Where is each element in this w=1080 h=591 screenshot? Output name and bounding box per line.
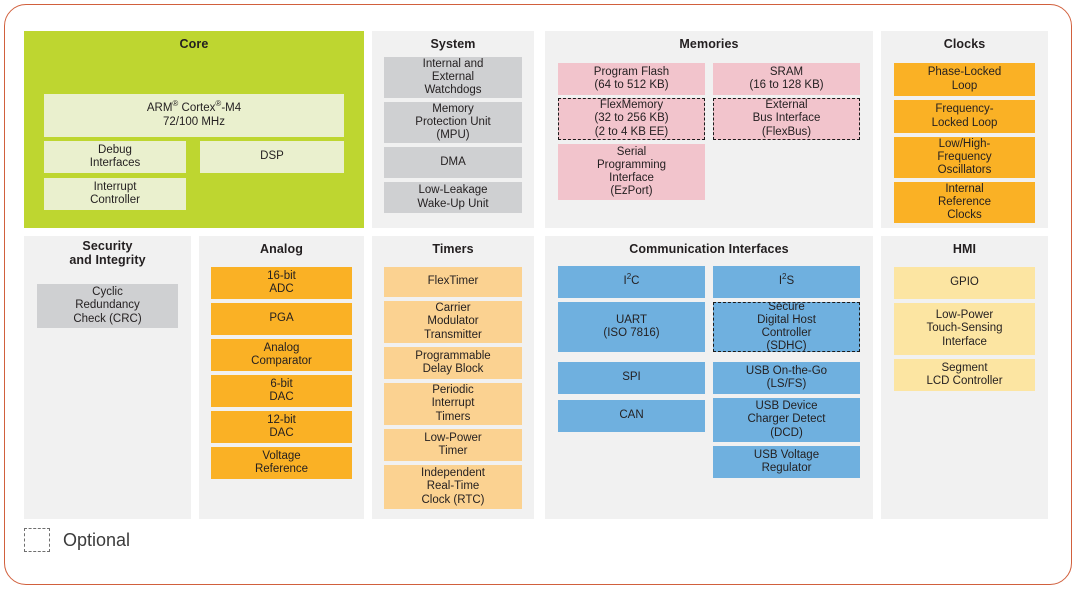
block-internal-reference-clocks[interactable]: Internal Reference Clocks	[894, 182, 1035, 223]
block-mpu[interactable]: Memory Protection Unit (MPU)	[384, 102, 522, 143]
panel-analog-title: Analog	[260, 242, 303, 256]
block-analog-comparator[interactable]: Analog Comparator	[211, 339, 352, 371]
block-voltage-reference[interactable]: Voltage Reference	[211, 447, 352, 479]
panel-clocks: Clocks Phase-Locked Loop Frequency- Lock…	[881, 31, 1048, 228]
block-gpio[interactable]: GPIO	[894, 267, 1035, 299]
block-usb-otg[interactable]: USB On-the-Go (LS/FS)	[713, 362, 860, 394]
block-dsp[interactable]: DSP	[200, 141, 344, 173]
panel-hmi: HMI GPIO Low-Power Touch-Sensing Interfa…	[881, 236, 1048, 519]
block-sram[interactable]: SRAM (16 to 128 KB)	[713, 63, 860, 95]
block-fll[interactable]: Frequency- Locked Loop	[894, 100, 1035, 133]
block-label: I2S	[778, 272, 795, 288]
panel-security-and-integrity: Security and Integrity Cyclic Redundancy…	[24, 236, 191, 519]
block-dac-6bit[interactable]: 6-bit DAC	[211, 375, 352, 407]
dashed-square-icon	[24, 528, 50, 552]
block-carrier-modulator-transmitter[interactable]: Carrier Modulator Transmitter	[384, 301, 522, 343]
legend: Optional	[24, 528, 130, 552]
block-adc-16bit[interactable]: 16-bit ADC	[211, 267, 352, 299]
block-program-flash[interactable]: Program Flash (64 to 512 KB)	[558, 63, 705, 95]
block-dac-12bit[interactable]: 12-bit DAC	[211, 411, 352, 443]
block-rtc[interactable]: Independent Real-Time Clock (RTC)	[384, 465, 522, 509]
block-dma[interactable]: DMA	[384, 147, 522, 178]
block-pll[interactable]: Phase-Locked Loop	[894, 63, 1035, 96]
block-i2s[interactable]: I2S	[713, 266, 860, 298]
block-flexmemory[interactable]: FlexMemory (32 to 256 KB) (2 to 4 KB EE)	[558, 98, 705, 140]
panel-system: System Internal and External Watchdogs M…	[372, 31, 534, 228]
block-low-power-touch-sensing-interface[interactable]: Low-Power Touch-Sensing Interface	[894, 303, 1035, 355]
block-watchdogs[interactable]: Internal and External Watchdogs	[384, 57, 522, 98]
block-i2c[interactable]: I2C	[558, 266, 705, 298]
block-oscillators[interactable]: Low/High- Frequency Oscillators	[894, 137, 1035, 178]
block-external-bus-interface[interactable]: External Bus Interface (FlexBus)	[713, 98, 860, 140]
panel-system-title: System	[430, 37, 476, 51]
block-uart[interactable]: UART (ISO 7816)	[558, 302, 705, 352]
block-flextimer[interactable]: FlexTimer	[384, 267, 522, 297]
block-llwu[interactable]: Low-Leakage Wake-Up Unit	[384, 182, 522, 213]
panel-communication-interfaces: Communication Interfaces I2C I2S UART (I…	[545, 236, 873, 519]
block-low-power-timer[interactable]: Low-Power Timer	[384, 429, 522, 461]
panel-clocks-title: Clocks	[943, 37, 986, 51]
block-periodic-interrupt-timers[interactable]: Periodic Interrupt Timers	[384, 383, 522, 425]
block-pga[interactable]: PGA	[211, 303, 352, 335]
panel-timers-title: Timers	[432, 242, 474, 256]
panel-hmi-title: HMI	[952, 242, 977, 256]
block-debug-interfaces[interactable]: Debug Interfaces	[44, 141, 186, 173]
panel-memories: Memories Program Flash (64 to 512 KB) SR…	[545, 31, 873, 228]
block-usb-voltage-regulator[interactable]: USB Voltage Regulator	[713, 446, 860, 478]
block-programmable-delay-block[interactable]: Programmable Delay Block	[384, 347, 522, 379]
block-ezport[interactable]: Serial Programming Interface (EzPort)	[558, 144, 705, 200]
panel-timers: Timers FlexTimer Carrier Modulator Trans…	[372, 236, 534, 519]
block-label: I2C	[623, 272, 640, 288]
block-interrupt-controller[interactable]: Interrupt Controller	[44, 178, 186, 210]
panel-analog: Analog 16-bit ADC PGA Analog Comparator …	[199, 236, 364, 519]
block-crc[interactable]: Cyclic Redundancy Check (CRC)	[37, 284, 178, 328]
panel-core-title: Core	[179, 37, 209, 51]
legend-label: Optional	[63, 529, 131, 550]
block-sdhc[interactable]: Secure Digital Host Controller (SDHC)	[713, 302, 860, 352]
panel-comms-title: Communication Interfaces	[629, 242, 789, 256]
block-segment-lcd-controller[interactable]: Segment LCD Controller	[894, 359, 1035, 391]
panel-security-title: Security and Integrity	[69, 239, 146, 267]
block-can[interactable]: CAN	[558, 400, 705, 432]
block-spi[interactable]: SPI	[558, 362, 705, 394]
block-usb-dcd[interactable]: USB Device Charger Detect (DCD)	[713, 398, 860, 442]
panel-memories-title: Memories	[679, 37, 739, 51]
